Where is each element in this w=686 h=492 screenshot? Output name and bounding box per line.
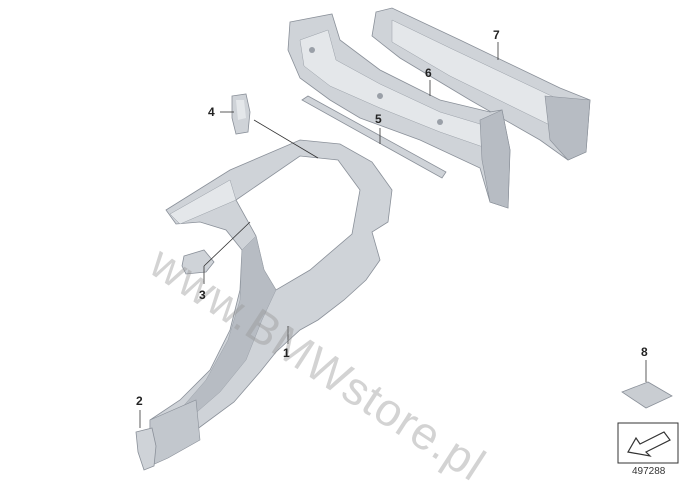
document-icon — [617, 422, 679, 464]
part-4-bracket — [231, 93, 251, 135]
document-number: 497288 — [632, 466, 666, 477]
part-6-rear-panel — [287, 13, 511, 209]
leader-lines — [139, 42, 647, 428]
part-3-plate — [181, 249, 215, 275]
callout-1[interactable]: 1 — [283, 346, 290, 360]
callout-8[interactable]: 8 — [641, 345, 648, 359]
part-5-strip — [301, 95, 447, 179]
part-2-bracket — [135, 427, 157, 471]
callout-4[interactable]: 4 — [208, 105, 215, 119]
callout-3[interactable]: 3 — [199, 288, 206, 302]
callout-7[interactable]: 7 — [493, 28, 500, 42]
callout-6[interactable]: 6 — [425, 66, 432, 80]
callout-2[interactable]: 2 — [136, 394, 143, 408]
part-7-cross-member — [371, 7, 591, 161]
part-1-side-panel — [149, 139, 393, 467]
callout-5[interactable]: 5 — [375, 112, 382, 126]
leader-3b — [203, 221, 251, 267]
leader-4b — [253, 119, 319, 159]
part-8-pad — [621, 381, 673, 409]
